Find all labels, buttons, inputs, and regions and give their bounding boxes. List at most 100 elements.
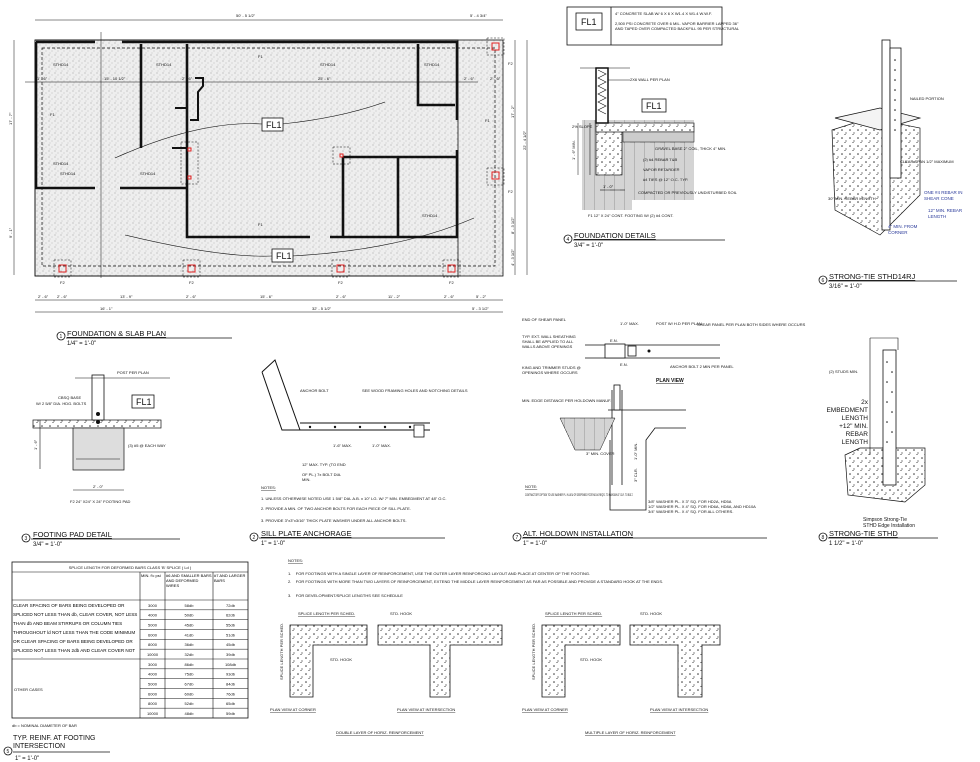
hd-label: STHD14 — [53, 161, 69, 166]
cell-fc: 4000 — [148, 613, 158, 618]
detail-title: FOUNDATION DETAILS — [574, 231, 656, 240]
detail7-label: E.N. — [620, 362, 628, 367]
detail2-label: SEE WOOD FRAMING HOLES AND NOTCHING DETA… — [362, 388, 468, 393]
group-2-condition: OTHER CASES — [14, 687, 43, 692]
detail7-label: 3" CLR. — [633, 468, 638, 482]
splice-table: SPLICE LENGTH FOR DEFORMED BARS CLASS 'B… — [11, 561, 249, 728]
plan-view-label: PLAN VIEW — [656, 378, 684, 384]
footing-label: F1 — [258, 54, 263, 59]
corner-view-label: PLAN VIEW AT CORNER — [522, 707, 568, 712]
cell-fc: 5000 — [148, 623, 158, 628]
reinforcement-details: NOTES: 1. FOR FOOTINGS WITH A SINGLE LAY… — [270, 558, 721, 735]
detail-titles: 1 FOUNDATION & SLAB PLAN 1/4" = 1'-0" 4 … — [3, 231, 957, 762]
cell-small-bars: 67db — [185, 682, 195, 687]
footing-label: F2 — [449, 280, 454, 285]
detail-scale: 3/4" = 1'-0" — [574, 243, 603, 249]
washer-spec: 1/2" WASHER PL. X 4" SQ. FOR HD6A, HD8A,… — [648, 504, 756, 509]
title-5: 5 TYP. REINF. AT FOOTING INTERSECTION 1"… — [3, 735, 110, 762]
sill-plate-detail: ANCHOR BOLT SEE WOOD FRAMING HOLES AND N… — [261, 359, 468, 523]
cell-fc: 10000 — [147, 652, 159, 657]
detail4-label: #4 TIES @ 12" O.C. TYP. — [643, 177, 688, 182]
cell-large-bars: 93db — [226, 672, 236, 677]
dimension: 2' - 6" — [444, 294, 455, 299]
detail3-tag: FL1 — [136, 397, 152, 407]
hold-down-markers — [58, 42, 500, 273]
footing-label: F2 — [508, 189, 513, 194]
detail7-label: POST W/ H.D PER PLAN — [656, 321, 702, 326]
col-header-fc: MIN. f'c psi — [141, 573, 161, 578]
hd-label: STHD14 — [53, 62, 69, 67]
dimension: 15' - 6" — [260, 294, 273, 299]
cell-small-bars: 32db — [185, 652, 195, 657]
detail3-label: W/ 2 5/8" DIA. HDG. BOLTS — [36, 401, 87, 406]
dimension: 16' - 1" — [100, 306, 113, 311]
fl1-tag-upper — [261, 117, 284, 132]
foundation-details: FL1 2X6 WALL PER PLAN 2% SLOPE GRAVEL BA… — [571, 67, 738, 218]
cell-small-bars: 58db — [185, 603, 195, 608]
dimension: 22' - 4 1/2" — [522, 130, 527, 150]
sthd14rj-label: ONE #4 REBAR IN SHEAR CONE — [924, 190, 963, 201]
reinf-notes-heading: NOTES: — [288, 558, 303, 563]
sthd14rj-label: 30" MIN. REBAR LENGTH — [828, 196, 876, 201]
detail-title: STRONG-TIE STHD — [829, 529, 898, 538]
detail2-label: OF PL.) 7x BOLT DIA. — [302, 472, 341, 477]
sthd-label: LENGTH — [842, 415, 869, 422]
detail-title: SILL PLATE ANCHORAGE — [261, 529, 351, 538]
detail-scale: 1 1/2" = 1'-0" — [829, 541, 863, 547]
footing-label: F1 — [50, 112, 55, 117]
cell-small-bars: 86db — [185, 662, 195, 667]
col-header-large-bars: #7 AND LARGER BARS — [214, 573, 246, 583]
splice-label: SPLICE LENGTH PER SCHED. — [279, 623, 284, 680]
sthd-label: (2) STUDS MIN. — [829, 369, 858, 374]
detail-number: 8 — [822, 535, 825, 541]
detail4-label: 1' - 0" — [603, 184, 614, 189]
std-hook-label: STD. HOOK — [330, 657, 352, 662]
std-hook-label: STD. HOOK — [390, 611, 412, 616]
detail-title: FOOTING PAD DETAIL — [33, 530, 112, 539]
detail4-label: GRAVEL BASE 2" COIL, THICK 4" MIN. — [655, 146, 726, 151]
detail4-label: 2% SLOPE — [572, 124, 593, 129]
detail7-label: SHEAR PANEL PER PLAN BOTH SIDES WHERE OC… — [697, 322, 806, 327]
detail3-label: 1' - 6" — [33, 439, 38, 450]
detail4-label: VAPOR RETARDER — [643, 167, 680, 172]
detail7-label: 1'-0" MIN. — [633, 442, 638, 460]
sthd14rj-detail: NAILED PORTION CLEAR SPAN 1/2" MAXIMUM 3… — [828, 39, 963, 236]
detail-number: 7 — [516, 535, 519, 541]
detail7-label: KING AND TRIMMER STUDS @ OPENINGS WHERE … — [522, 365, 581, 375]
table-footnote: db = NOMINAL DIAMETER OF BAR — [12, 723, 77, 728]
detail-scale: 1/4" = 1'-0" — [67, 341, 96, 347]
cell-large-bars: 59db — [226, 711, 236, 716]
cell-fc: 3000 — [148, 603, 158, 608]
fl1-tag-lower — [271, 248, 294, 263]
washer-spec: 3/8" WASHER PL. X 3" SQ. FOR HD2A, HD5A — [648, 499, 732, 504]
cell-fc: 6000 — [148, 632, 158, 637]
sthd-label: EMBEDMENT — [826, 407, 868, 414]
detail-scale: 3/16" = 1'-0" — [829, 284, 862, 290]
legend-text: AND TAPED OVER COMPACTED BACKFILL 95 PER… — [615, 26, 740, 31]
title-8: 8 STRONG-TIE STHD 1 1/2" = 1'-0" — [818, 529, 938, 547]
fl1-tag-upper-label: FL1 — [266, 120, 282, 130]
detail7-note-heading: NOTE: — [525, 484, 537, 489]
cell-small-bars: 60db — [185, 691, 195, 696]
dimension: 8' - 3 1/2" — [510, 217, 515, 234]
footing-label: F1 — [258, 222, 263, 227]
dimension: 15' - 10 1/2" — [104, 76, 126, 81]
footing-label: F2 — [60, 280, 65, 285]
std-hook-label: STD. HOOK — [640, 611, 662, 616]
dimension: 9' - 1" — [8, 227, 13, 238]
cell-fc: 8000 — [148, 701, 158, 706]
detail2-label: 12" MAX. TYP. (TO END — [302, 462, 346, 467]
fl1-tag-lower-label: FL1 — [276, 251, 292, 261]
detail7-note: CONTRACTOR'S OPTION TO USE WASHER PL. IN… — [525, 492, 633, 497]
dimension: 25' - 6" — [318, 76, 331, 81]
double-layer-label: DOUBLE LAYER OF HORIZ. REINFORCEMENT — [336, 730, 424, 735]
dimension: 4' - 3 1/2" — [510, 249, 515, 266]
detail-scale: 3/4" = 1'-0" — [33, 542, 62, 548]
sthd-caption: Simpson Strong-Tie — [863, 517, 907, 523]
detail2-note-1: 1. UNLESS OTHERWISE NOTED USE 1 5/8" DIA… — [261, 496, 446, 501]
